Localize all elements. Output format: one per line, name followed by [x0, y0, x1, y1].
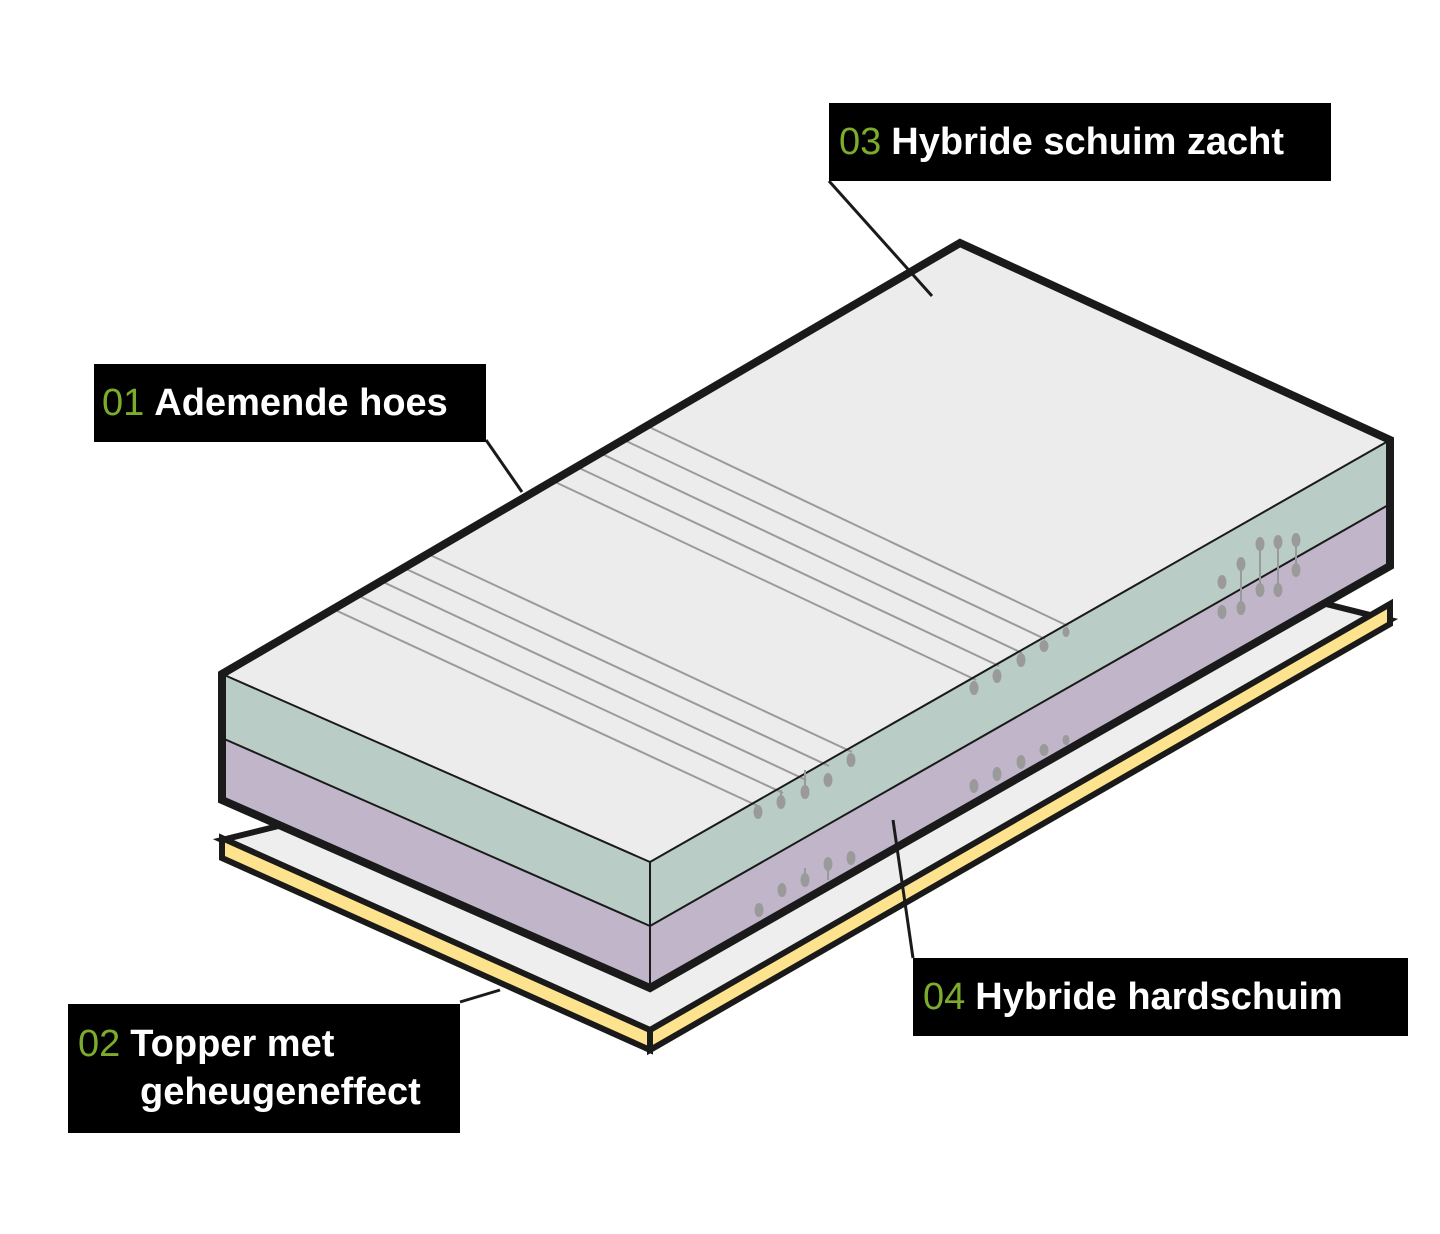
leader-line-04 — [891, 819, 915, 959]
leader-line-01 — [484, 439, 524, 493]
label-text-line1: Topper met — [130, 1023, 335, 1065]
hard-foam-front — [222, 738, 650, 988]
leader-lines — [459, 179, 934, 1004]
topper-right-side — [647, 598, 1393, 1056]
soft-foam-front — [222, 674, 650, 926]
cover-top-surface — [222, 243, 1390, 862]
label-text: Ademende hoes — [154, 382, 448, 424]
label-text: Hybride schuim zacht — [891, 121, 1285, 163]
label-text-line2: geheugeneffect — [140, 1071, 421, 1113]
label-number: 04 — [923, 976, 966, 1018]
mattress-core — [218, 238, 1394, 993]
layer-separators — [221, 439, 1391, 988]
hard-foam-right — [650, 504, 1390, 988]
soft-foam-right — [650, 440, 1390, 926]
label-number: 03 — [839, 121, 882, 163]
label-number: 01 — [102, 382, 145, 424]
label-number: 02 — [78, 1023, 121, 1065]
leader-line-02 — [459, 988, 501, 1004]
label-text: Hybride hardschuim — [975, 976, 1343, 1018]
leader-line-03 — [827, 179, 934, 298]
stitch-marks — [753, 533, 1301, 917]
mattress-outline — [218, 238, 1394, 993]
quilting-lines — [332, 425, 1069, 808]
